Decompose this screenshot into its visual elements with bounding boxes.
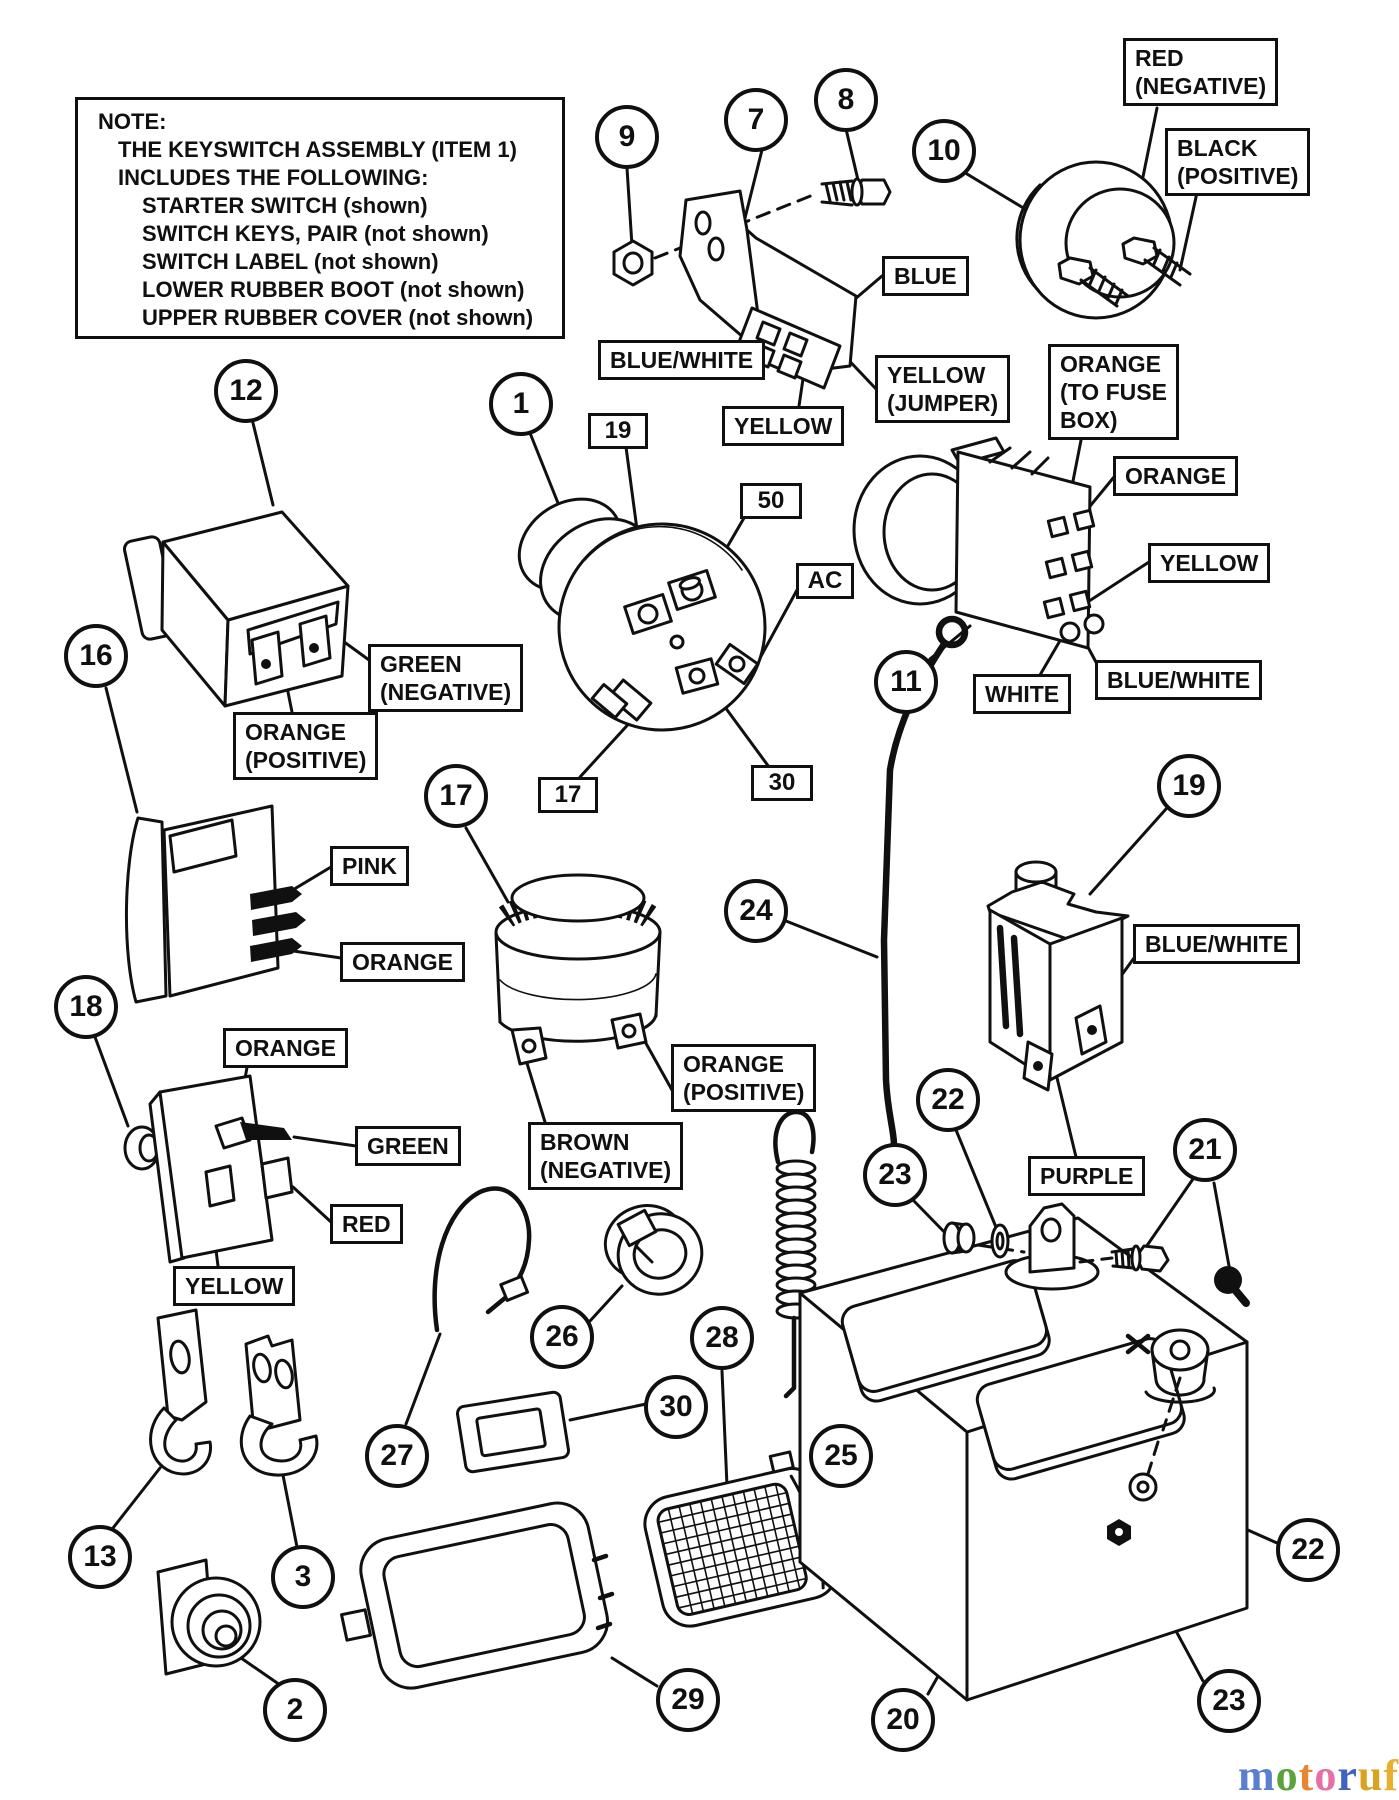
part-battery-washer-22 [990, 1223, 1010, 1259]
wire-label-blue: BLUE [882, 256, 969, 297]
part-keyswitch-bracket [678, 189, 858, 390]
wire-label-orange-rocker: ORANGE [340, 942, 465, 983]
part-seat-switch [986, 860, 1130, 1092]
wire-label-blue-white-top: BLUE/WHITE [598, 340, 766, 381]
callout-12: 12 [214, 359, 278, 423]
note-title: NOTE: [98, 109, 167, 134]
callout-7: 7 [724, 88, 788, 152]
watermark-letter: o [1314, 1751, 1338, 1800]
part-headlight-bezel [340, 1501, 615, 1690]
callout-10: 10 [912, 119, 976, 183]
part-plunger-switch [123, 1074, 294, 1264]
callout-20: 20 [871, 1688, 935, 1752]
wire-label-yellow-jumper: YELLOW (JUMPER) [875, 355, 1011, 424]
terminal-label-ac: AC [796, 563, 854, 599]
part-headlight [643, 1450, 839, 1628]
callout-24: 24 [724, 879, 788, 943]
wire-label-pink: PINK [330, 846, 409, 887]
watermark-letter: t [1298, 1751, 1315, 1800]
callout-22-top: 22 [916, 1068, 980, 1132]
wire-label-yellow-top: YELLOW [722, 406, 845, 447]
note-box: NOTE: THE KEYSWITCH ASSEMBLY (ITEM 1) IN… [75, 97, 565, 339]
wire-label-green: GREEN [355, 1126, 461, 1167]
callout-18: 18 [54, 975, 118, 1039]
callout-3: 3 [271, 1545, 335, 1609]
watermark-letter: f [1383, 1751, 1399, 1800]
callout-13: 13 [68, 1525, 132, 1589]
callout-30: 30 [644, 1375, 708, 1439]
watermark-letter: m [1238, 1751, 1276, 1800]
watermark-letter: u [1357, 1751, 1384, 1800]
callout-17: 17 [424, 764, 488, 828]
callout-19: 19 [1157, 754, 1221, 818]
part-clamp-3 [239, 1334, 319, 1477]
wire-label-black-positive: BLACK (POSITIVE) [1165, 128, 1311, 197]
part-battery-spacer-23 [942, 1221, 976, 1255]
callout-28: 28 [690, 1306, 754, 1370]
wire-label-orange-right: ORANGE [1113, 456, 1238, 497]
wire-label-red: RED [330, 1204, 403, 1245]
callout-25: 25 [809, 1424, 873, 1488]
callout-29: 29 [656, 1668, 720, 1732]
callout-11: 11 [874, 650, 938, 714]
watermark-letter: o [1275, 1751, 1299, 1800]
part-side-washer-22 [1128, 1472, 1158, 1502]
part-light-switch [852, 436, 1105, 650]
part-grommet [603, 1204, 704, 1296]
part-extension-spring [773, 1109, 817, 1399]
wire-label-yellow-plunger: YELLOW [173, 1266, 296, 1307]
wire-label-purple: PURPLE [1028, 1156, 1146, 1197]
part-bracket-bolt [820, 177, 892, 207]
wire-label-orange-plunger: ORANGE [223, 1028, 348, 1069]
terminal-label-30: 30 [751, 765, 813, 801]
wire-label-orange-fuse-box: ORANGE (TO FUSE BOX) [1048, 344, 1179, 441]
callout-23-top: 23 [863, 1143, 927, 1207]
callout-1: 1 [489, 372, 553, 436]
part-interlock-module [122, 510, 350, 708]
wire-label-blue-white-right: BLUE/WHITE [1095, 660, 1263, 701]
part-keyswitch [517, 497, 767, 732]
wire-label-orange-positive: ORANGE (POSITIVE) [233, 712, 379, 781]
wire-label-brown-negative: BROWN (NEGATIVE) [528, 1122, 684, 1191]
callout-27: 27 [365, 1424, 429, 1488]
part-cable-tie [432, 1186, 532, 1333]
callout-21: 21 [1173, 1118, 1237, 1182]
callout-16: 16 [64, 624, 128, 688]
wire-label-green-negative: GREEN (NEGATIVE) [368, 644, 524, 713]
part-side-nut-23 [1107, 1519, 1131, 1546]
part-battery [798, 1202, 1249, 1702]
motoruf-watermark: motoruf.de [1238, 1750, 1399, 1800]
callout-2: 2 [263, 1678, 327, 1742]
wire-label-red-negative: RED (NEGATIVE) [1123, 38, 1279, 107]
callout-26: 26 [530, 1305, 594, 1369]
terminal-label-17: 17 [538, 777, 598, 813]
callout-9: 9 [595, 105, 659, 169]
part-solenoid [1015, 160, 1192, 320]
part-rocker-switch [125, 804, 306, 1004]
callout-22-side: 22 [1276, 1518, 1340, 1582]
part-indicator-plate [455, 1390, 571, 1474]
part-hour-meter [494, 873, 662, 1066]
part-terminal-bolt-21 [1110, 1244, 1250, 1307]
part-clamp-13 [149, 1308, 213, 1476]
wire-label-orange-positive-meter: ORANGE (POSITIVE) [671, 1044, 817, 1113]
callout-23-side: 23 [1197, 1669, 1261, 1733]
terminal-label-19: 19 [588, 413, 648, 449]
watermark-letter: r [1337, 1751, 1358, 1800]
callout-8: 8 [814, 68, 878, 132]
wire-label-white: WHITE [973, 674, 1072, 715]
wire-label-yellow-right: YELLOW [1148, 543, 1271, 584]
terminal-label-50: 50 [740, 483, 802, 519]
part-buzzer [156, 1558, 262, 1676]
wire-label-blue-white-seat: BLUE/WHITE [1133, 924, 1301, 965]
